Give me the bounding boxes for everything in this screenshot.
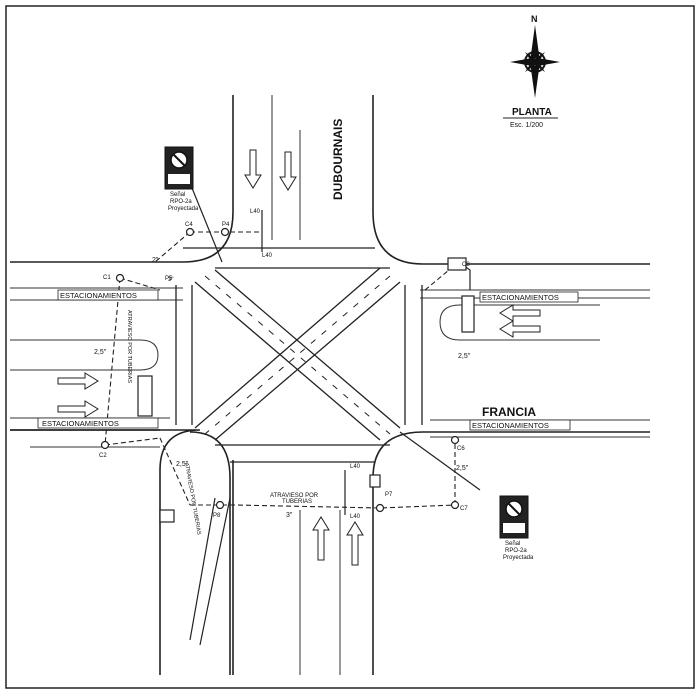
no-turn-sign-icon-lower bbox=[499, 495, 529, 539]
dim-top-small-2: 3" bbox=[168, 277, 173, 283]
parking-label-box-tl bbox=[57, 289, 159, 301]
diagonal-dashes bbox=[204, 275, 391, 435]
sign-lower-line1: Señal bbox=[505, 541, 520, 547]
pipe-label-left: ATRAVIESO POR TUBERIAS bbox=[126, 310, 132, 383]
node-c2: C2 bbox=[99, 453, 107, 459]
street-name-horizontal: FRANCIA bbox=[482, 405, 536, 419]
diagonal-markings bbox=[194, 267, 401, 441]
plan-scale: Esc. 1/200 bbox=[510, 122, 543, 129]
parking-label-box-br bbox=[469, 419, 571, 431]
lane-lines bbox=[10, 95, 650, 675]
dim-top-small: 2" bbox=[152, 257, 159, 264]
parking-label-bl: ESTACIONAMIENTOS bbox=[42, 419, 119, 428]
node-l40d: L40 bbox=[350, 514, 361, 520]
crosswalks bbox=[175, 247, 423, 463]
wiring-lines bbox=[189, 187, 481, 646]
street-name-vertical: DUBOURNAIS bbox=[331, 119, 345, 200]
sign-lower-line3: Proyectada bbox=[503, 555, 534, 561]
node-l40c: L40 bbox=[350, 464, 361, 470]
node-p4: P4 bbox=[222, 222, 230, 228]
node-c1: C1 bbox=[103, 275, 111, 281]
parking-label-box-bl bbox=[37, 417, 159, 429]
north-label: N bbox=[531, 14, 538, 24]
node-labels: C1 C2 C4 C6 C7 C8 P4 P5 P7 P8 L40 L40 L4… bbox=[99, 209, 470, 520]
dim-bottom-small: 3" bbox=[286, 512, 293, 519]
node-l40b: L40 bbox=[262, 253, 273, 259]
node-c7: C7 bbox=[460, 506, 468, 512]
dim-left-lower: 2,5" bbox=[176, 461, 189, 468]
plan-title: PLANTA bbox=[512, 107, 552, 118]
node-c4: C4 bbox=[185, 222, 193, 228]
node-c8: C8 bbox=[462, 262, 470, 268]
crossing-note-line2: TUBERIAS bbox=[282, 499, 312, 505]
parking-label-box-tr bbox=[479, 291, 579, 303]
parking-label-br: ESTACIONAMIENTOS bbox=[472, 421, 549, 430]
node-c6: C6 bbox=[457, 446, 465, 452]
crossing-note-line1: ATRAVIESO POR bbox=[270, 493, 319, 499]
dim-right-lower: 2,5" bbox=[456, 465, 469, 472]
sign-upper-line1: Señal bbox=[170, 192, 185, 198]
pipe-label-bottom-left: ATRAVIESO POR TUBERIAS bbox=[183, 462, 202, 535]
dim-right-upper: 2,5" bbox=[458, 353, 471, 360]
dim-left-upper: 2,5" bbox=[94, 349, 107, 356]
node-l40a: L40 bbox=[250, 209, 261, 215]
road-edges bbox=[10, 95, 650, 675]
north-arrow-icon bbox=[510, 25, 560, 98]
parking-label-tl: ESTACIONAMIENTOS bbox=[60, 291, 137, 300]
equipment bbox=[100, 227, 475, 523]
sign-upper-line2: RPO-2a bbox=[170, 199, 192, 205]
parking-label-tr: ESTACIONAMIENTOS bbox=[482, 293, 559, 302]
sign-upper-line3: Proyectada bbox=[168, 206, 199, 212]
node-p7: P7 bbox=[385, 492, 393, 498]
no-turn-sign-icon-upper bbox=[164, 146, 194, 190]
lane-arrows bbox=[57, 149, 541, 566]
node-p5: P5 bbox=[165, 276, 173, 282]
drawing-frame bbox=[5, 5, 695, 689]
sign-lower-line2: RPO-2a bbox=[505, 548, 527, 554]
node-p8: P8 bbox=[213, 513, 221, 519]
